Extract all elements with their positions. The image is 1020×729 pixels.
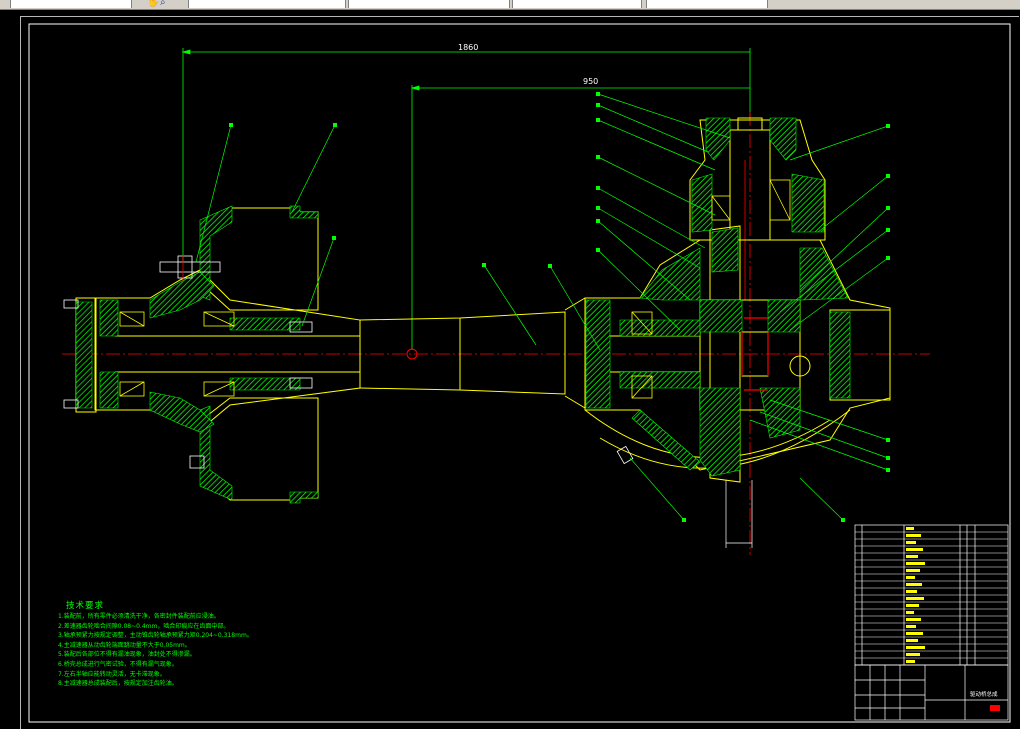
- parts-list-entry-mark: [906, 555, 918, 558]
- dimension-half-label: 950: [583, 77, 598, 86]
- parts-list-entry-mark: [906, 604, 919, 607]
- parts-list-rows: [855, 531, 1008, 659]
- dimension-overall-label: 1860: [458, 43, 478, 52]
- technical-note-line: 2.差速器齿轮啮合间隙0.08~0.4mm，啮合印痕应在齿面中部。: [58, 622, 230, 630]
- lineweight-field[interactable]: [646, 0, 768, 8]
- parts-list-entry-mark: [906, 583, 922, 586]
- technical-note-line: 7.左右半轴应能转动灵活，无卡滞现象。: [58, 670, 166, 678]
- title-block-mark: [990, 705, 1000, 711]
- left-bearings: [119, 311, 235, 397]
- parts-list-entry-mark: [906, 646, 925, 649]
- toolbar-strip: ✋ ⌕: [0, 0, 1020, 10]
- dimension-overall: [181, 48, 751, 262]
- parts-list-entry-mark: [906, 562, 925, 565]
- parts-list-entry-mark: [906, 639, 918, 642]
- pan-icon[interactable]: ✋: [147, 0, 160, 8]
- dimension-half: [410, 85, 750, 350]
- parts-list-entry-mark: [906, 632, 923, 635]
- parts-list-entry-mark: [906, 534, 921, 537]
- technical-notes-title: 技术要求: [66, 601, 105, 611]
- title-block-name: 驱动桥总成: [970, 690, 998, 698]
- technical-note-line: 8.主减速器总成装配后，按规定加注齿轮油。: [58, 680, 178, 688]
- diff-red-marks: [741, 317, 769, 391]
- technical-note-line: 5.装配后各部位不得有漏油现象，油封处不得渗漏。: [58, 651, 196, 659]
- drain-plug: [616, 445, 634, 465]
- parts-list-entry-mark: [906, 611, 914, 614]
- parts-list-entry-mark: [906, 527, 914, 530]
- parts-list-entry-mark: [906, 548, 923, 551]
- technical-note-line: 1.装配前，所有零件必须清洗干净，各密封件装配前应浸油。: [58, 613, 220, 620]
- parts-list-entry-mark: [906, 653, 920, 656]
- title-block: [854, 664, 1009, 721]
- zoom-icon[interactable]: ⌕: [160, 0, 166, 8]
- parts-list-entry-mark: [906, 569, 920, 572]
- left-hub-hatch: [75, 205, 319, 504]
- wheel-studs: [63, 255, 313, 469]
- color-field[interactable]: [348, 0, 510, 8]
- technical-note-line: 4.主减速器从动齿轮端面跳动量不大于0.05mm。: [58, 641, 191, 649]
- parts-list-entry-mark: [906, 625, 916, 628]
- parts-list-entry-mark: [906, 576, 915, 579]
- pinion-bearings: [631, 179, 791, 399]
- parts-list-entries: [906, 527, 925, 663]
- linetype-field[interactable]: [512, 0, 642, 8]
- dimension-bottom: [725, 480, 753, 548]
- technical-notes: 1.装配前，所有零件必须清洗干净，各密封件装配前应浸油。 2.差速器齿轮啮合间隙…: [58, 612, 253, 689]
- parts-list-entry-mark: [906, 541, 916, 544]
- differential-hatch: [585, 117, 851, 477]
- housing-center-mark: [406, 348, 418, 360]
- drawing-border: [28, 23, 1011, 723]
- parts-list-entry-mark: [906, 618, 921, 621]
- technical-note-line: 6.桥壳总成进行气密试验，不得有漏气现象。: [58, 660, 178, 668]
- parts-list-entry-mark: [906, 590, 917, 593]
- toolbar-field[interactable]: [10, 0, 132, 8]
- parts-list-entry-mark: [906, 660, 915, 663]
- technical-note-line: 3.轴承预紧力按规定调整，主动锥齿轮轴承预紧力矩0.204~0.318mm。: [58, 632, 253, 640]
- axle-housing: [359, 297, 586, 409]
- layer-field[interactable]: [188, 0, 346, 8]
- leader-markers: [229, 92, 890, 522]
- drawing-canvas[interactable]: [20, 16, 1019, 729]
- parts-list-entry-mark: [906, 597, 924, 600]
- leader-lines: [195, 93, 889, 521]
